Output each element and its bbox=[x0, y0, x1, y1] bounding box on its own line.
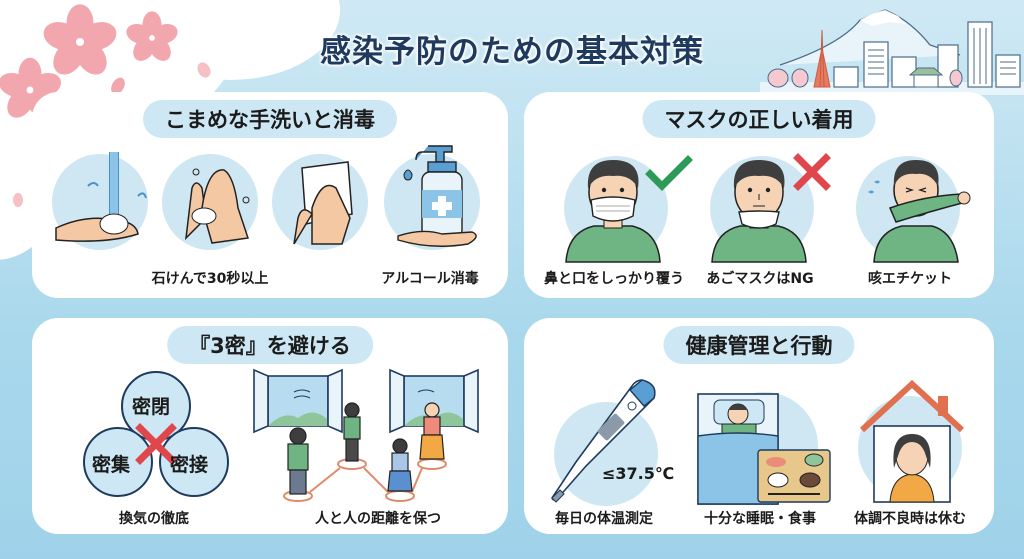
person-chin-mask-icon bbox=[711, 160, 807, 263]
stay-home-icon bbox=[859, 379, 965, 503]
sleep-and-meal-icon bbox=[697, 393, 831, 505]
tokyo-skyline-icon bbox=[760, 9, 1024, 95]
panel-health: 健康管理と行動 ≤37.5℃ 毎日の体温測定 十分な睡眠・食事 体調不良時は休む bbox=[524, 318, 994, 534]
caption-rest-when-sick: 体調不良時は休む bbox=[854, 511, 966, 527]
caption-daily-temperature: 毎日の体温測定 bbox=[555, 511, 653, 527]
person-cough-etiquette-icon bbox=[868, 160, 971, 263]
caption-soap-30sec: 石けんで30秒以上 bbox=[151, 271, 269, 287]
caption-cough-etiquette: 咳エチケット bbox=[868, 271, 952, 287]
caption-sleep-meal: 十分な睡眠・食事 bbox=[704, 511, 816, 527]
three-c-venn-icon bbox=[83, 371, 229, 497]
page-title: 感染予防のための基本対策 bbox=[320, 34, 704, 70]
check-icon bbox=[645, 155, 693, 191]
caption-chin-mask-ng: あごマスクはNG bbox=[706, 271, 814, 287]
thermometer-icon bbox=[551, 379, 656, 503]
panel-heading: 『3密』を避ける bbox=[167, 326, 373, 364]
panel-heading: マスクの正しい着用 bbox=[642, 100, 876, 138]
panel-mask: マスクの正しい着用 鼻と口をしっかり覆う あごマスクはN bbox=[524, 92, 994, 298]
panel-heading: 健康管理と行動 bbox=[663, 326, 855, 364]
sakura-flowers-icon bbox=[0, 4, 211, 207]
sanitizer-bottle-icon bbox=[397, 145, 477, 247]
lathering-hands-icon bbox=[184, 168, 250, 244]
cross-icon bbox=[793, 153, 831, 191]
caption-cover-nose-mouth: 鼻と口をしっかり覆う bbox=[544, 271, 684, 287]
three-c-closed-label: 密閉 bbox=[132, 396, 171, 418]
panel-heading: こまめな手洗いと消毒 bbox=[143, 100, 397, 138]
panel-handwash: こまめな手洗いと消毒 石けんで30秒以上 アルコール消毒 bbox=[32, 92, 508, 298]
caption-alcohol: アルコール消毒 bbox=[381, 271, 479, 287]
three-c-close-contact-label: 密接 bbox=[170, 454, 209, 476]
panel-three-c: 『3密』を避ける 密閉 密集 密接 bbox=[32, 318, 508, 534]
thermometer-threshold-label: ≤37.5℃ bbox=[602, 464, 675, 483]
illustration-bg bbox=[554, 402, 658, 506]
caption-keep-distance: 人と人の距離を保つ bbox=[315, 511, 441, 527]
towel-drying-hands-icon bbox=[293, 161, 353, 245]
ventilation-distancing-icon bbox=[253, 368, 479, 502]
running-water-hands-icon bbox=[55, 152, 147, 242]
person-wearing-mask-icon bbox=[565, 160, 661, 263]
caption-ventilation: 換気の徹底 bbox=[119, 511, 189, 527]
three-c-crowded-label: 密集 bbox=[92, 454, 131, 476]
